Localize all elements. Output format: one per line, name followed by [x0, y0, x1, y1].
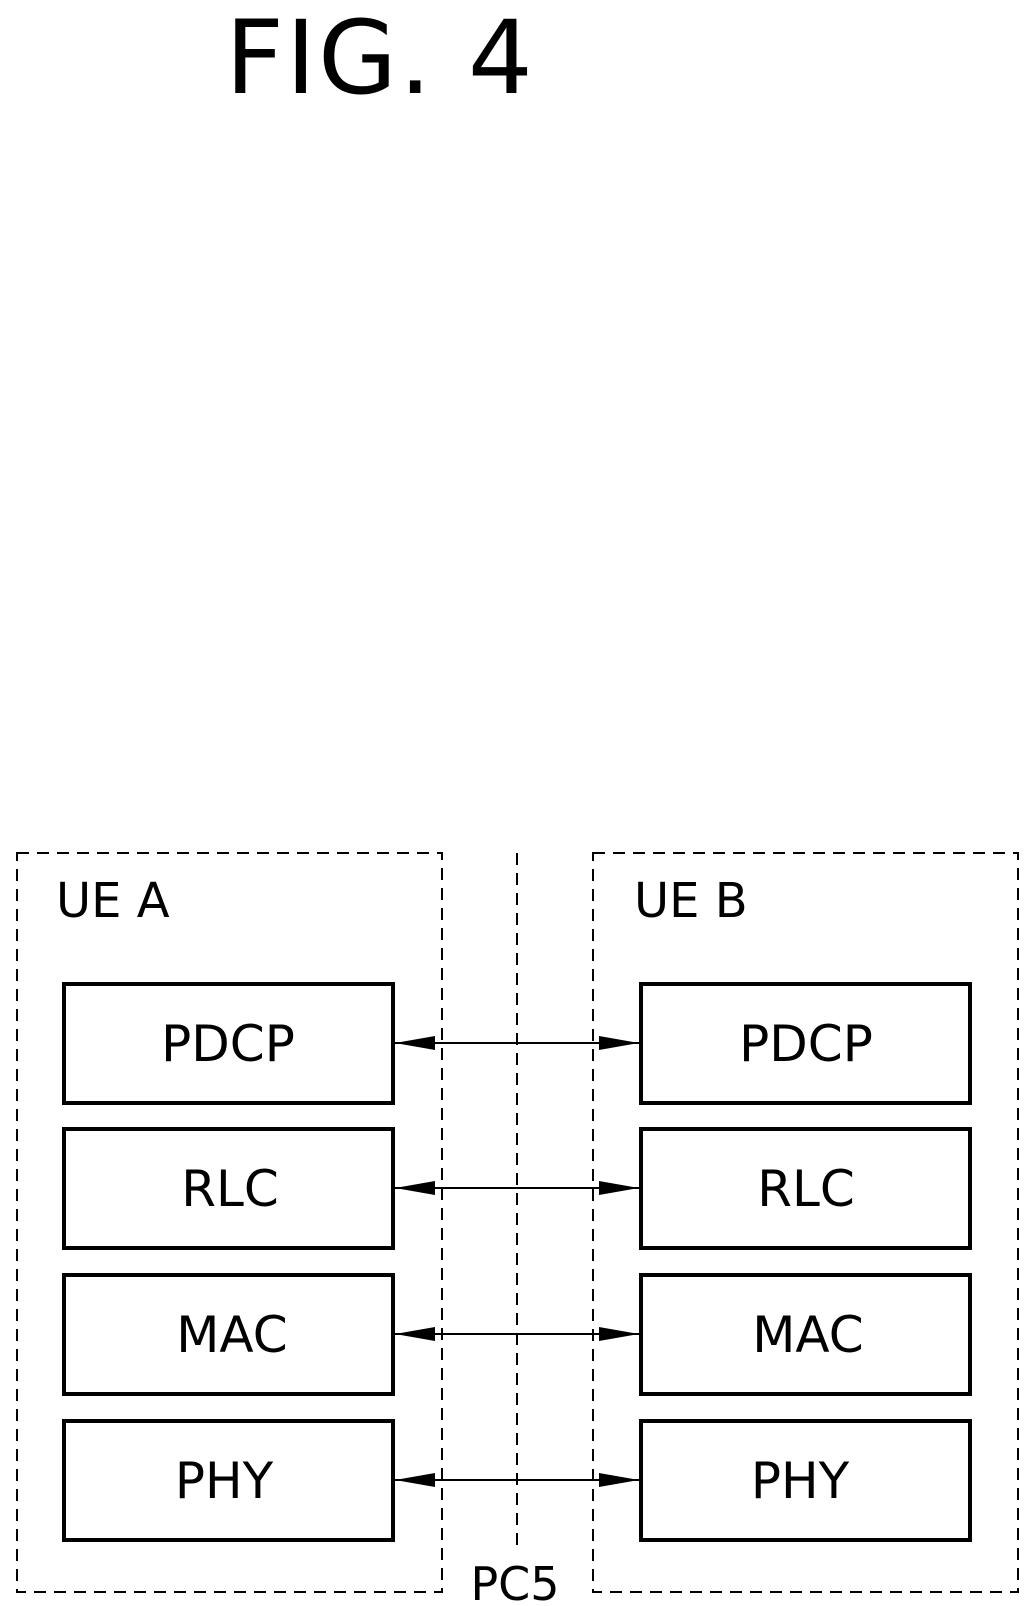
- ue-b-label: UE B: [634, 873, 748, 929]
- ue-b-rlc-label: RLC: [757, 1160, 855, 1218]
- ue-b-layer-pdcp: PDCP: [641, 984, 970, 1103]
- ue-a-layer-mac: MAC: [64, 1275, 393, 1394]
- ue-a-pdcp-label: PDCP: [161, 1015, 295, 1073]
- ue-a-layer-rlc: RLC: [64, 1129, 393, 1248]
- ue-b-mac-label: MAC: [752, 1306, 863, 1364]
- pc5-label: PC5: [470, 1557, 559, 1606]
- ue-a-rlc-label: RLC: [181, 1160, 279, 1218]
- ue-b-layer-phy: PHY: [641, 1421, 970, 1540]
- ue-b-layer-rlc: RLC: [641, 1129, 970, 1248]
- ue-b-phy-label: PHY: [751, 1452, 850, 1510]
- ue-b-layer-mac: MAC: [641, 1275, 970, 1394]
- ue-a-layer-phy: PHY: [64, 1421, 393, 1540]
- ue-a-mac-label: MAC: [176, 1306, 287, 1364]
- ue-a-label: UE A: [56, 873, 170, 929]
- ue-b-pdcp-label: PDCP: [739, 1015, 873, 1073]
- ue-a-phy-label: PHY: [175, 1452, 274, 1510]
- ue-a-layer-pdcp: PDCP: [64, 984, 393, 1103]
